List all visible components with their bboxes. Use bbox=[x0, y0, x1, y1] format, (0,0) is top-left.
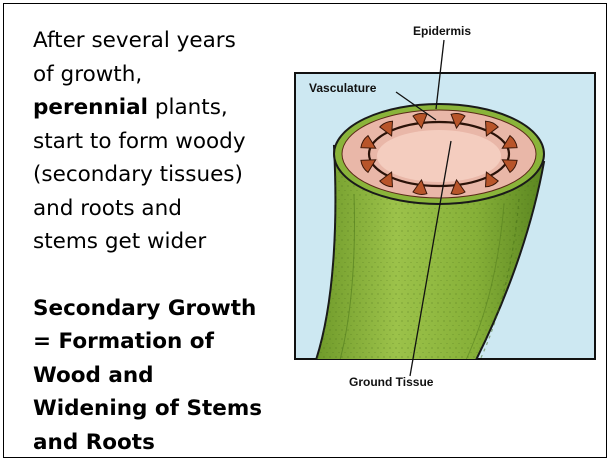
intro-line: (secondary tissues) bbox=[33, 162, 243, 187]
vascular-bundle bbox=[379, 171, 394, 188]
intro-line: start to form woody bbox=[33, 128, 246, 154]
vascular-bundle bbox=[412, 178, 428, 195]
vascular-bundle bbox=[450, 178, 466, 195]
vascular-bundle bbox=[501, 134, 518, 149]
heading-line: = Formation of bbox=[33, 329, 214, 354]
heading-line: and Roots bbox=[33, 429, 155, 455]
vascular-bundles bbox=[360, 113, 518, 195]
ground-tissue-pointer-line bbox=[409, 140, 452, 377]
epidermis-label: Epidermis bbox=[413, 24, 472, 38]
stem-striation bbox=[479, 198, 520, 359]
definition-heading: Secondary Growth = Formation of Wood and… bbox=[33, 292, 283, 460]
vasculature-label: Vasculature bbox=[309, 81, 377, 95]
text-column: After several years of growth, perennial… bbox=[33, 24, 283, 459]
intro-line: perennial plants, bbox=[33, 91, 283, 125]
vascular-bundle bbox=[379, 120, 394, 137]
pith-ground-tissue bbox=[377, 130, 501, 182]
ground-tissue-label: Ground Tissue bbox=[349, 375, 434, 389]
intro-line: of growth, bbox=[33, 61, 143, 87]
heading-line: Widening of Stems bbox=[33, 396, 263, 421]
vascular-bundle bbox=[501, 159, 518, 174]
stem-striation bbox=[339, 193, 355, 359]
intro-line: stems get wider bbox=[33, 229, 207, 254]
intro-paragraph: After several years of growth, perennial… bbox=[33, 24, 283, 259]
vascular-ring-line bbox=[367, 120, 511, 188]
vascular-bundle bbox=[412, 113, 428, 130]
vascular-bundle bbox=[484, 171, 499, 188]
stem-cross-section-figure: Epidermis Vasculature Ground Tissue bbox=[4, 4, 608, 459]
vascular-bundle bbox=[360, 134, 377, 149]
vascular-bundle bbox=[484, 120, 499, 137]
stem-striation bbox=[465, 203, 505, 359]
vascular-bundle bbox=[450, 113, 466, 130]
vasculature-pointer-line bbox=[395, 91, 437, 121]
vascular-bundle bbox=[360, 159, 377, 174]
intro-line: and roots and bbox=[33, 195, 182, 221]
heading-line: Secondary Growth bbox=[33, 295, 257, 321]
intro-line-rest: plants, bbox=[148, 95, 228, 120]
slide: After several years of growth, perennial… bbox=[3, 3, 607, 458]
perennial-term: perennial bbox=[33, 95, 149, 120]
epidermis-pointer-line bbox=[435, 39, 445, 110]
heading-line: Wood and bbox=[33, 362, 154, 388]
stem-diagram bbox=[294, 39, 596, 377]
intro-line: After several years bbox=[33, 28, 236, 53]
